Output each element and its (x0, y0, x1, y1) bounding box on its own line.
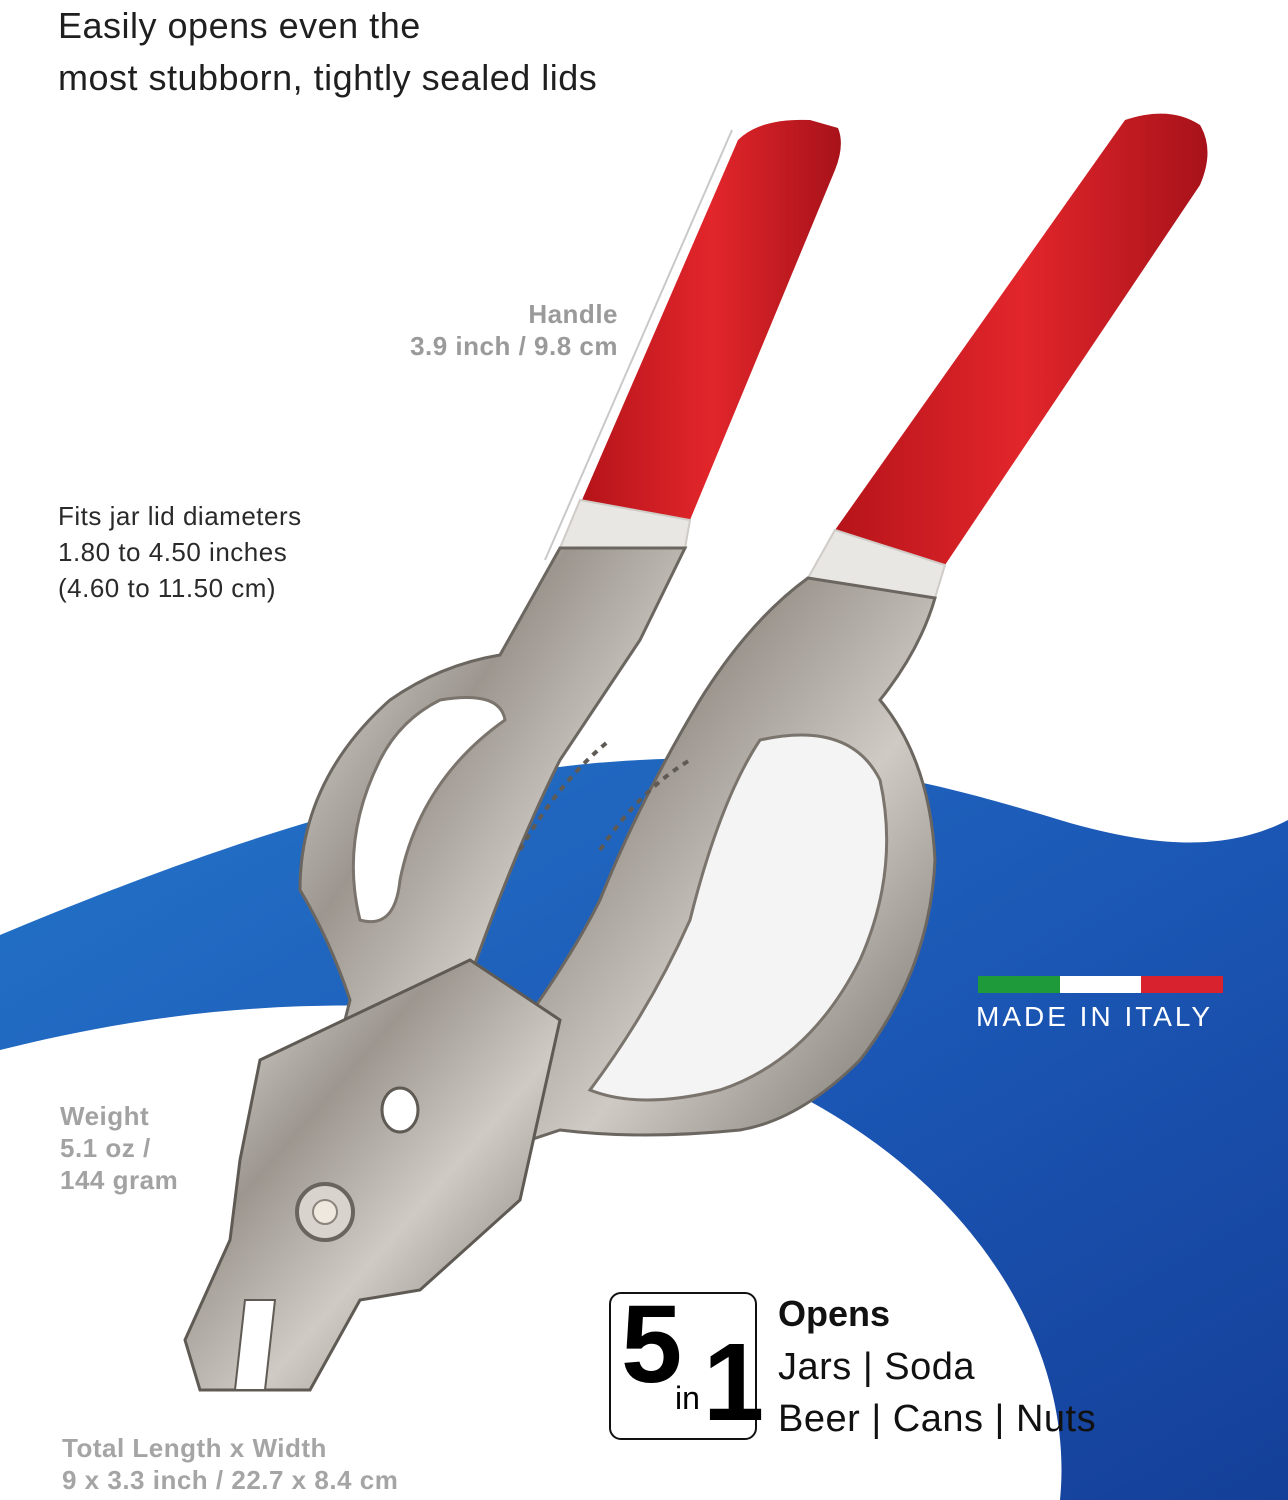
pivot-rivet-center (312, 1199, 338, 1225)
badge-number-five: 5 (621, 1283, 683, 1406)
handle-dimension-line (544, 129, 733, 561)
weight-line-2: 144 gram (60, 1165, 179, 1195)
flag-green-stripe (978, 976, 1060, 993)
weight-spec: Weight 5.1 oz / 144 gram (60, 1100, 178, 1196)
uses-line-1: Jars | Soda (778, 1346, 976, 1388)
headline: Easily opens even the most stubborn, tig… (58, 0, 597, 104)
weight-label: Weight (60, 1101, 150, 1131)
five-in-one-badge: 5 in 1 (609, 1283, 764, 1440)
made-in-italy-label: MADE IN ITALY (976, 1001, 1214, 1032)
handle-label: Handle (528, 299, 618, 329)
italy-flag-icon (978, 976, 1224, 993)
right-red-handle (835, 113, 1208, 566)
left-red-handle (582, 119, 841, 521)
total-size-spec: Total Length x Width 9 x 3.3 inch / 22.7… (62, 1432, 398, 1496)
right-inner-cutout (587, 733, 889, 1102)
jar-fit-spec: Fits jar lid diameters 1.80 to 4.50 inch… (58, 498, 302, 606)
left-steel-arm (298, 546, 688, 1122)
handle-value: 3.9 inch / 9.8 cm (410, 331, 618, 361)
flag-red-stripe (1141, 976, 1224, 993)
badge-number-one: 1 (703, 1321, 765, 1444)
headline-line-2: most stubborn, tightly sealed lids (58, 57, 598, 98)
opens-title: Opens (778, 1293, 891, 1334)
fits-line-3: (4.60 to 11.50 cm) (58, 573, 277, 603)
badge-in-text: in (675, 1380, 700, 1416)
flag-white-stripe (1059, 976, 1142, 993)
jaw-teeth (518, 738, 692, 852)
blue-wave-shape (0, 758, 1288, 1500)
left-inner-cutout (351, 696, 507, 923)
headline-line-1: Easily opens even the (58, 5, 421, 46)
total-value: 9 x 3.3 inch / 22.7 x 8.4 cm (62, 1465, 399, 1495)
fits-line-1: Fits jar lid diameters (58, 501, 302, 531)
handle-dimension: Handle 3.9 inch / 9.8 cm (410, 298, 618, 362)
fits-line-2: 1.80 to 4.50 inches (58, 537, 288, 567)
weight-line-1: 5.1 oz / (60, 1133, 151, 1163)
pliers-tip-notch (233, 1299, 277, 1391)
body-hole (380, 1086, 420, 1134)
total-label: Total Length x Width (62, 1433, 327, 1463)
uses-line-2: Beer | Cans | Nuts (778, 1398, 1097, 1440)
pliers-head (183, 958, 562, 1392)
